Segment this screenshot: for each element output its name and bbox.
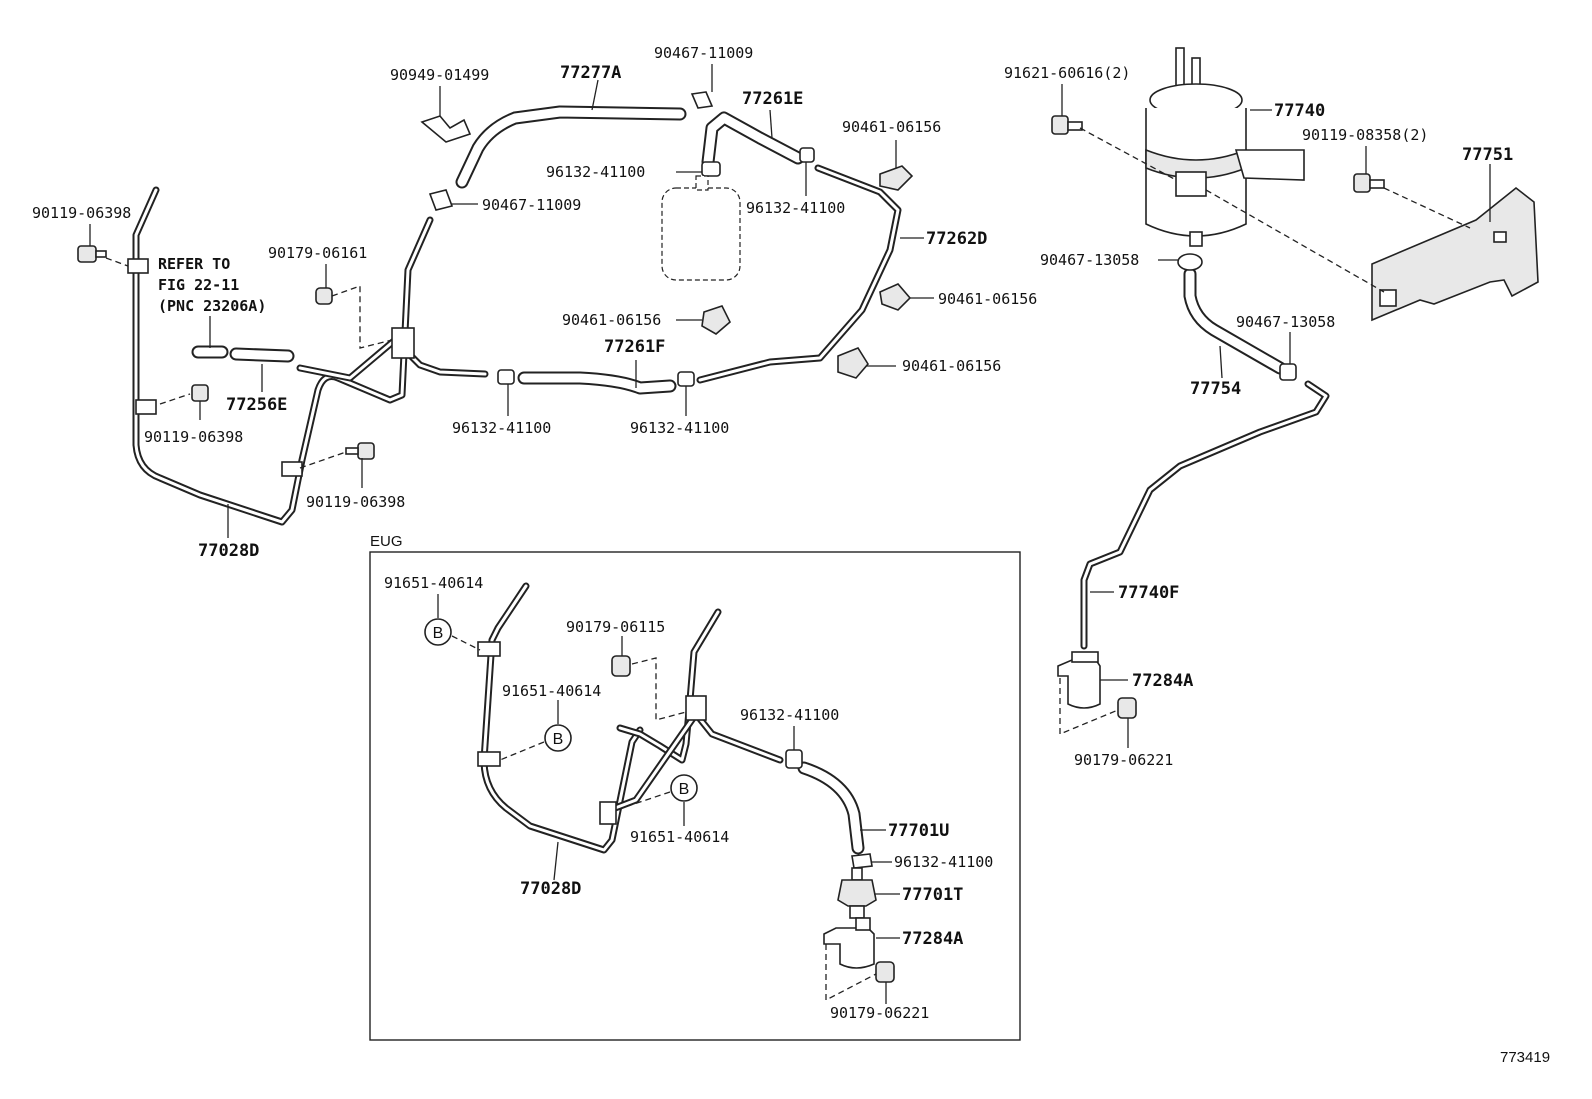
label-90119-06398-a: 90119-06398: [32, 204, 131, 222]
clamp-icon: [135, 399, 157, 415]
eug-inset-frame: [369, 551, 1021, 1041]
marker-b-label: B: [433, 625, 444, 642]
label-77262d: 77262D: [926, 229, 987, 249]
label-90119-06398-b: 90119-06398: [144, 428, 243, 446]
label-96132-41100-f: 96132-41100: [894, 853, 993, 871]
hose-clamp-icon: [1177, 253, 1203, 271]
label-90179-06221-right: 90179-06221: [1074, 751, 1173, 769]
label-77028d-bot: 77028D: [520, 879, 581, 899]
label-77261f: 77261F: [604, 337, 665, 357]
note-refer-line3: (PNC 23206A): [158, 297, 266, 315]
clamp-icon: [477, 641, 501, 657]
nut-icon: [1117, 697, 1137, 719]
label-90949-01499: 90949-01499: [390, 66, 489, 84]
hose-clamp-icon: [1279, 363, 1297, 381]
vsv-bracket-icon: [823, 917, 875, 969]
clamp-icon: [685, 695, 707, 721]
marker-b-icon: B: [544, 724, 572, 752]
retainer-icon: [701, 165, 914, 379]
label-90467-13058-b: 90467-13058: [1236, 313, 1335, 331]
clamp-icon: [477, 751, 501, 767]
bolt-icon: [345, 442, 375, 460]
label-90179-06161: 90179-06161: [268, 244, 367, 262]
label-77701t: 77701T: [902, 885, 963, 905]
clamp-icon: [281, 461, 303, 477]
hose-clamp-icon: [785, 749, 803, 769]
note-refer-line1: REFER TO: [158, 255, 230, 273]
figure-id: 773419: [1500, 1049, 1550, 1066]
inset-title: EUG: [370, 533, 403, 550]
label-91651-40614-a: 91651-40614: [384, 574, 483, 592]
label-90461-06156-c: 90461-06156: [562, 311, 661, 329]
label-77284a-bot: 77284A: [902, 929, 963, 949]
label-90179-06221-bot: 90179-06221: [830, 1004, 929, 1022]
label-90461-06156-d: 90461-06156: [902, 357, 1001, 375]
part-labels: 90949-01499 77277A 90467-11009 77261E 90…: [32, 44, 1550, 1066]
bolt-icon: [1051, 115, 1083, 135]
leader-lines: [1059, 84, 1491, 748]
pipe-77740f: [1080, 380, 1330, 650]
marker-b-icon: B: [424, 618, 452, 646]
hose-clamp-icon: [851, 853, 873, 869]
marker-b-icon: B: [670, 774, 698, 802]
label-77740: 77740: [1274, 101, 1325, 121]
leader-lines: [89, 64, 934, 538]
label-77256e: 77256E: [226, 395, 287, 415]
label-91651-40614-c: 91651-40614: [630, 828, 729, 846]
label-91651-40614-b: 91651-40614: [502, 682, 601, 700]
vsv-icon: [837, 867, 877, 919]
label-90461-06156-b: 90461-06156: [938, 290, 1037, 308]
label-90179-06115: 90179-06115: [566, 618, 665, 636]
clip-icon: [420, 115, 472, 143]
label-96132-41100-b: 96132-41100: [746, 199, 845, 217]
nut-icon: [315, 287, 333, 305]
bolt-icon: [77, 245, 107, 263]
label-90119-08358: 90119-08358(2): [1302, 126, 1428, 144]
label-77751: 77751: [1462, 145, 1513, 165]
bolt-icon: [1353, 173, 1385, 193]
label-96132-41100-d: 96132-41100: [630, 419, 729, 437]
label-77701u: 77701U: [888, 821, 949, 841]
label-90461-06156-a: 90461-06156: [842, 118, 941, 136]
charcoal-canister-icon: [1145, 47, 1305, 247]
leader-lines: [437, 594, 900, 1004]
bracket-icon: [1371, 186, 1539, 322]
label-96132-41100-e: 96132-41100: [740, 706, 839, 724]
fuel-filter-icon: [661, 175, 741, 281]
vsv-bracket-icon: [1057, 651, 1101, 709]
clamp-icon: [127, 258, 149, 274]
label-90119-06398-c: 90119-06398: [306, 493, 405, 511]
label-77740f: 77740F: [1118, 583, 1179, 603]
clamp-icon: [391, 327, 415, 359]
note-refer-line2: FIG 22-11: [158, 276, 239, 294]
label-90467-13058-a: 90467-13058: [1040, 251, 1139, 269]
clamp-icon: [599, 801, 617, 825]
bolt-icon: [191, 384, 209, 402]
nut-icon: [875, 961, 895, 983]
label-77028d-top: 77028D: [198, 541, 259, 561]
label-77277a: 77277A: [560, 63, 621, 83]
label-96132-41100-c: 96132-41100: [452, 419, 551, 437]
nut-icon: [611, 655, 631, 677]
hose-clamp-icon: [428, 91, 815, 387]
label-90467-11009-mid: 90467-11009: [482, 196, 581, 214]
marker-b-label: B: [679, 781, 690, 798]
label-96132-41100-a: 96132-41100: [546, 163, 645, 181]
label-90467-11009-top: 90467-11009: [654, 44, 753, 62]
marker-b-label: B: [553, 731, 564, 748]
label-91621-60616: 91621-60616(2): [1004, 64, 1130, 82]
label-77754: 77754: [1190, 379, 1241, 399]
label-77284a-right: 77284A: [1132, 671, 1193, 691]
pipe-77028d-left: [132, 186, 489, 526]
label-77261e: 77261E: [742, 89, 803, 109]
